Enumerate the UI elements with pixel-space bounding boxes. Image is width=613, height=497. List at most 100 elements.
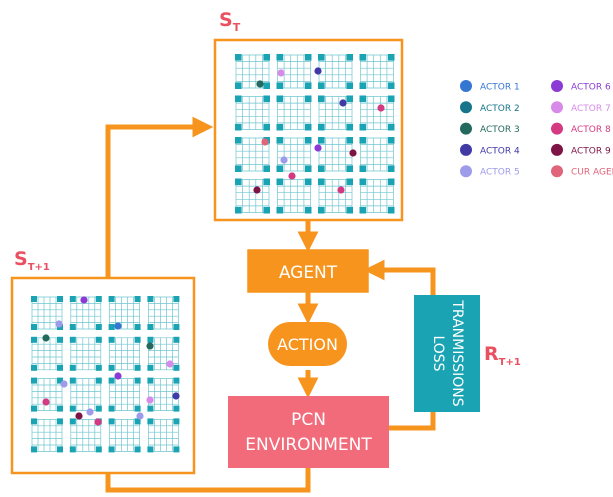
legend-label: ACTOR 8: [571, 125, 611, 135]
actor-marker: [339, 99, 347, 107]
grid-cell: [276, 178, 312, 214]
actor-marker: [349, 149, 357, 157]
legend-entry: CUR AGENT: [551, 165, 613, 178]
legend-entry: ACTOR 4: [460, 143, 520, 156]
actor-marker: [256, 80, 264, 88]
grid-cell: [276, 95, 312, 131]
grid-cell: [108, 296, 141, 330]
action-node: ACTION: [268, 322, 347, 366]
connectors: [105, 116, 436, 493]
legend-swatch: [551, 143, 563, 156]
legend-label: ACTOR 3: [480, 125, 520, 135]
grid-cell: [108, 377, 141, 412]
actor-marker: [253, 186, 261, 194]
env-to-next-state-arrow: [105, 468, 311, 493]
grid-cell: [359, 137, 395, 172]
actor-marker: [136, 412, 144, 420]
actor-marker: [55, 320, 63, 328]
legend-swatch: [460, 165, 472, 178]
actor-marker: [60, 380, 68, 388]
state-t-label: ST: [219, 9, 241, 34]
legend-swatch: [551, 122, 563, 135]
legend-entry: ACTOR 3: [460, 122, 520, 135]
actor-marker: [114, 322, 122, 330]
legend-label: ACTOR 7: [571, 104, 611, 114]
env-to-loss-line: [389, 412, 436, 431]
grid-cell: [318, 95, 353, 131]
grid-cell: [69, 336, 102, 371]
legend-label: ACTOR 2: [480, 104, 520, 114]
legend-swatch: [460, 143, 472, 156]
state-t1-label: ST+1: [14, 248, 50, 273]
grid-cell: [359, 95, 395, 131]
loss-label-line1: TRANMISSIONS: [449, 299, 465, 406]
grid-cell: [276, 54, 312, 89]
environment-node: PCN ENVIRONMENT: [228, 396, 389, 468]
grid-cell: [318, 137, 353, 172]
legend-entry: ACTOR 8: [551, 122, 611, 135]
actor-marker: [377, 104, 385, 112]
agent-node: AGENT: [247, 249, 369, 293]
legend-label: ACTOR 6: [571, 83, 611, 93]
environment-label-line2: ENVIRONMENT: [245, 435, 372, 455]
actor-marker: [337, 186, 345, 194]
legend-swatch: [551, 165, 563, 178]
actor-marker: [80, 296, 88, 304]
next-state-to-state-arrow: [105, 116, 214, 278]
actor-marker: [146, 396, 154, 404]
grid-cell: [359, 54, 395, 89]
grid-cell: [69, 377, 102, 412]
loss-label-line2: LOSS: [430, 335, 446, 371]
grid-cell: [147, 418, 180, 453]
legend-entry: ACTOR 6: [551, 80, 611, 93]
actor-marker: [146, 342, 154, 350]
legend-label: ACTOR 4: [480, 146, 520, 156]
state-t1-frame: [10, 276, 196, 475]
grid-cell: [235, 178, 270, 214]
grid-cell: [235, 95, 270, 131]
legend-label: ACTOR 9: [571, 146, 611, 156]
actor-legend: ACTOR 1 ACTOR 2 ACTOR 3 ACTOR 4 ACTOR 5 ACTOR…: [460, 80, 613, 178]
environment-label-line1: PCN: [291, 410, 326, 430]
actor-marker: [261, 138, 269, 146]
grid-cell: [276, 137, 312, 172]
grid-cell: [31, 418, 63, 453]
action-label: ACTION: [277, 335, 338, 354]
state-t-grid: [235, 54, 395, 214]
actor-marker: [288, 172, 296, 180]
legend-entry: ACTOR 1: [460, 80, 520, 93]
grid-cell: [318, 54, 353, 89]
legend-label: CUR AGENT: [571, 168, 613, 178]
grid-cell: [359, 178, 395, 214]
legend-label: ACTOR 1: [480, 83, 520, 93]
legend-entry: ACTOR 7: [551, 101, 611, 114]
actor-marker: [314, 67, 322, 75]
legend-swatch: [460, 80, 472, 92]
legend-entry: ACTOR 2: [460, 101, 520, 114]
actor-marker: [75, 412, 83, 420]
actor-marker: [280, 156, 288, 164]
grid-cell: [108, 418, 141, 453]
actor-marker: [277, 69, 285, 77]
actor-marker: [94, 418, 102, 426]
legend-swatch: [551, 80, 563, 92]
state-t1-actors: [42, 296, 180, 426]
grid-cell: [108, 336, 141, 371]
actor-marker: [42, 398, 50, 406]
transmission-loss-node: TRANMISSIONS LOSS: [414, 295, 480, 412]
legend-swatch: [460, 101, 472, 114]
actor-marker: [172, 392, 180, 400]
actor-marker: [166, 360, 174, 368]
grid-cell: [31, 336, 63, 371]
legend-swatch: [460, 122, 472, 135]
grid-cell: [69, 296, 102, 330]
legend-entry: ACTOR 9: [551, 143, 611, 156]
reward-label: RT+1: [484, 343, 521, 368]
legend-swatch: [551, 101, 563, 114]
state-t1-grid: [31, 296, 180, 453]
agent-label: AGENT: [279, 263, 338, 283]
legend-label: ACTOR 5: [480, 168, 520, 178]
loss-to-agent-arrow: [363, 259, 436, 295]
actor-marker: [42, 334, 50, 342]
